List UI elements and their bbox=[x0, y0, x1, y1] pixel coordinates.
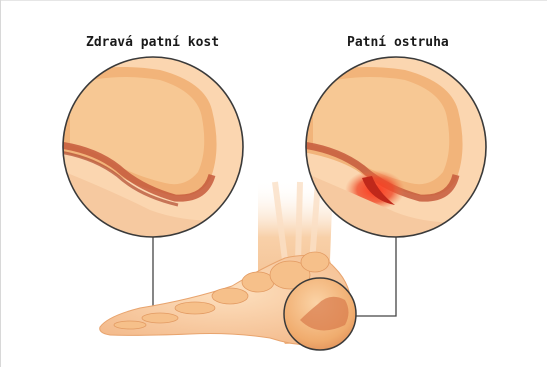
heel-magnifier-circle bbox=[284, 278, 356, 350]
magnifier-circle-healthy bbox=[60, 55, 250, 245]
label-healthy-heel-bone: Zdravá patní kost bbox=[86, 35, 219, 50]
label-heel-spur: Patní ostruha bbox=[347, 35, 449, 50]
connector-line-spur bbox=[355, 237, 396, 316]
